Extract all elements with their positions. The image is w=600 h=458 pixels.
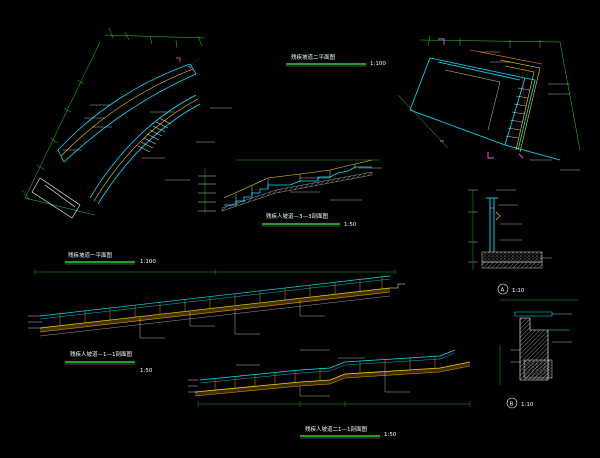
detail-a-marker: A [501,288,505,294]
detail-b-marker: B [510,402,514,408]
detail-b-view: B 1:10 [499,299,578,409]
detail-b-scale: 1:10 [521,402,534,408]
section-1-1-title: 残疾人坡道—1—1剖面图 [70,350,132,358]
section-2-1-1-view: 残疾人坡道二1—1剖面图 1:50 [188,349,471,439]
section-2-1-1-title: 残疾人坡道二1—1剖面图 [305,425,367,433]
section-1-1-view: 残疾人坡道—1—1剖面图 1:50 [28,269,405,374]
detail-a-view: A 1:10 [468,189,552,295]
plan-b-title: 残疾坡道二平面图 [291,53,336,61]
detail-a-marker-circle [497,283,509,295]
section-3-3-view: 残疾人坡道—3—3剖面图 1:50 [198,159,382,228]
plan-b-scale: 1:100 [370,61,386,67]
section-1-1-scale: 1:50 [140,368,153,374]
plan-a-view: 残疾坡道一平面图 1:100 [21,27,232,265]
section-3-3-scale: 1:50 [344,222,357,228]
plan-b-view: 残疾坡道二平面图 1:100 [286,35,581,171]
section-2-1-1-scale: 1:50 [384,432,397,438]
section-3-3-title: 残疾人坡道—3—3剖面图 [266,212,328,220]
detail-b-marker-circle [506,397,518,409]
plan-a-scale: 1:100 [140,259,156,265]
plan-a-title: 残疾坡道一平面图 [68,251,113,259]
detail-a-scale: 1:10 [512,288,525,294]
